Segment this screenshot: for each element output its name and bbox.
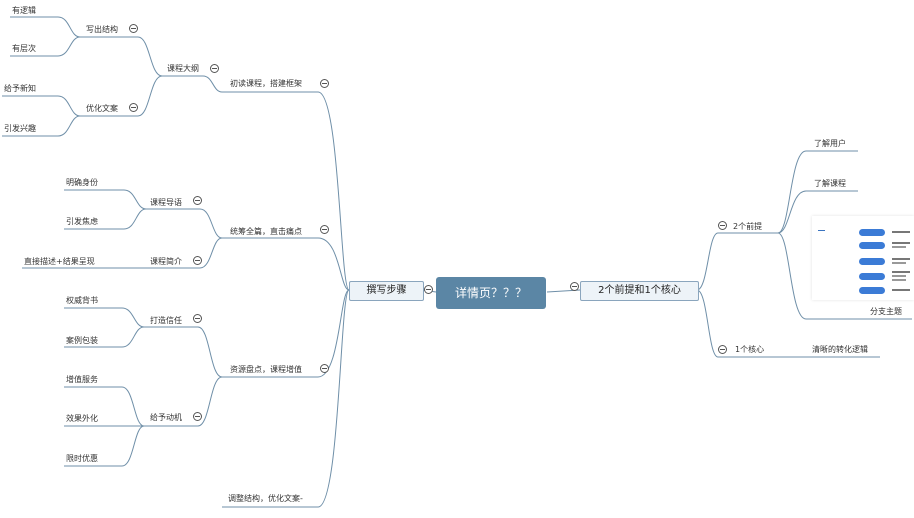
collapse-course-outline-icon[interactable] (210, 64, 219, 73)
topic-new-knowledge[interactable]: 给予新知 (4, 84, 36, 93)
branch-premises-core[interactable]: 2个前提和1个核心 (580, 281, 699, 301)
topic-know-course[interactable]: 了解课程 (814, 179, 846, 188)
topic-visible-results[interactable]: 效果外化 (66, 414, 98, 423)
topic-build-trust[interactable]: 打造信任 (150, 316, 182, 325)
collapse-left-branch-icon[interactable] (424, 285, 433, 294)
topic-two-premises[interactable]: 2个前提 (733, 222, 763, 231)
topic-clear-conversion[interactable]: 清晰的转化逻辑 (812, 345, 868, 354)
topic-give-motivation[interactable]: 给予动机 (150, 413, 182, 422)
collapse-right-branch-icon[interactable] (570, 282, 579, 291)
topic-layered[interactable]: 有层次 (12, 44, 36, 53)
topic-know-users[interactable]: 了解用户 (814, 139, 846, 148)
topic-value-added[interactable]: 增值服务 (66, 375, 98, 384)
topic-optimize-copy[interactable]: 优化文案 (86, 104, 118, 113)
topic-write-structure[interactable]: 写出结构 (86, 25, 118, 34)
topic-adjust-structure[interactable]: 调整结构，优化文案- (228, 494, 303, 503)
topic-clear-identity[interactable]: 明确身份 (66, 178, 98, 187)
topic-course-summary[interactable]: 课程简介 (150, 257, 182, 266)
collapse-course-guide-icon[interactable] (193, 196, 202, 205)
topic-branch-subject[interactable]: 分支主题 (870, 307, 902, 316)
collapse-initial-read-icon[interactable] (320, 79, 329, 88)
topic-one-core[interactable]: 1个核心 (735, 345, 765, 354)
collapse-write-structure-icon[interactable] (129, 24, 138, 33)
collapse-optimize-copy-icon[interactable] (129, 103, 138, 112)
topic-spark-interest[interactable]: 引发兴趣 (4, 124, 36, 133)
topic-trigger-anxiety[interactable]: 引发焦虑 (66, 217, 98, 226)
collapse-build-trust-icon[interactable] (193, 314, 202, 323)
collapse-overall-plan-icon[interactable] (320, 225, 329, 234)
topic-course-outline[interactable]: 课程大纲 (167, 64, 199, 73)
topic-course-intro-guide[interactable]: 课程导语 (150, 198, 182, 207)
topic-authority[interactable]: 权威背书 (66, 296, 98, 305)
branch-writing-steps[interactable]: 撰写步骤 (349, 281, 424, 301)
topic-overall-plan[interactable]: 统筹全篇，直击痛点 (230, 227, 302, 236)
collapse-two-premises-icon[interactable] (718, 221, 727, 230)
collapse-one-core-icon[interactable] (718, 345, 727, 354)
topic-case-packaging[interactable]: 案例包装 (66, 336, 98, 345)
collapse-resource-review-icon[interactable] (320, 364, 329, 373)
topic-logical[interactable]: 有逻辑 (12, 6, 36, 15)
topic-initial-read[interactable]: 初读课程，搭建框架 (230, 79, 302, 88)
topic-direct-description[interactable]: 直接描述+结果呈现 (24, 257, 95, 266)
topic-limited-offer[interactable]: 限时优惠 (66, 454, 98, 463)
collapse-give-motivation-icon[interactable] (193, 412, 202, 421)
collapse-course-summary-icon[interactable] (193, 256, 202, 265)
central-topic[interactable]: 详情页？？？ (436, 277, 546, 309)
topic-resource-review[interactable]: 资源盘点，课程增值 (230, 365, 302, 374)
branch-image-thumbnail[interactable] (812, 216, 914, 300)
